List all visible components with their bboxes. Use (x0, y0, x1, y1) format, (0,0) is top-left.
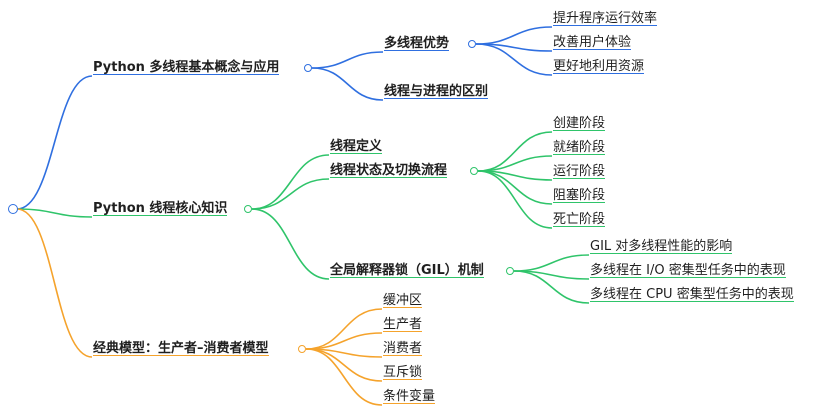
node-multithreading-advantages[interactable]: 多线程优势 (384, 36, 450, 51)
branch-node-python-thread-core[interactable]: Python 线程核心知识 (93, 201, 228, 216)
collapse-toggle-thread-core[interactable] (244, 205, 252, 213)
leaf-producer[interactable]: 生产者 (383, 317, 423, 332)
edge-adv-3 (475, 43, 553, 76)
collapse-toggle-thread-states[interactable] (470, 167, 478, 175)
edge-root-green (16, 208, 93, 218)
leaf-running-stage[interactable]: 运行阶段 (553, 164, 606, 179)
edge-gil-2 (513, 270, 590, 304)
node-gil-mechanism[interactable]: 全局解释器锁（GIL）机制 (330, 263, 484, 278)
branch-node-python-multithreading-basics[interactable]: Python 多线程基本概念与应用 (93, 60, 280, 75)
leaf-improve-efficiency[interactable]: 提升程序运行效率 (553, 11, 658, 26)
edge-state-4 (477, 170, 553, 229)
edge-basics-thread-vs-process (311, 67, 384, 101)
leaf-mutex[interactable]: 互斥锁 (383, 365, 423, 380)
node-thread-definition[interactable]: 线程定义 (330, 139, 383, 154)
branch-node-producer-consumer[interactable]: 经典模型：生产者–消费者模型 (93, 341, 269, 356)
edge-basics-advantages (311, 51, 384, 69)
edge-pc-1 (305, 332, 383, 350)
edge-root-orange (16, 208, 93, 358)
leaf-buffer[interactable]: 缓冲区 (383, 293, 423, 308)
edge-core-gil (251, 208, 330, 280)
collapse-toggle-gil[interactable] (506, 267, 514, 275)
edge-core-states (251, 178, 330, 210)
leaf-consumer[interactable]: 消费者 (383, 341, 423, 356)
leaf-io-bound-performance[interactable]: 多线程在 I/O 密集型任务中的表现 (590, 263, 786, 278)
leaf-ready-stage[interactable]: 就绪阶段 (553, 140, 606, 155)
leaf-create-stage[interactable]: 创建阶段 (553, 116, 606, 131)
edge-root-blue (16, 75, 93, 210)
collapse-toggle-advantages[interactable] (468, 40, 476, 48)
edge-pc-0 (305, 308, 383, 350)
edge-core-definition (251, 154, 330, 210)
leaf-dead-stage[interactable]: 死亡阶段 (553, 212, 606, 227)
collapse-toggle-python-basics[interactable] (304, 64, 312, 72)
edge-gil-0 (513, 254, 590, 272)
collapse-toggle-producer-consumer[interactable] (298, 345, 306, 353)
node-thread-vs-process[interactable]: 线程与进程的区别 (384, 84, 489, 99)
leaf-improve-user-experience[interactable]: 改善用户体验 (553, 35, 632, 50)
edge-state-1 (477, 155, 553, 172)
edge-adv-1 (475, 26, 553, 45)
leaf-gil-performance-impact[interactable]: GIL 对多线程性能的影响 (590, 239, 733, 254)
edge-state-0 (477, 131, 553, 172)
leaf-better-resource-usage[interactable]: 更好地利用资源 (553, 59, 645, 74)
edge-pc-4 (305, 348, 383, 406)
root-collapse-toggle[interactable] (8, 204, 18, 214)
leaf-cpu-bound-performance[interactable]: 多线程在 CPU 密集型任务中的表现 (590, 287, 794, 302)
node-thread-state-switching[interactable]: 线程状态及切换流程 (330, 163, 448, 178)
leaf-blocked-stage[interactable]: 阻塞阶段 (553, 188, 606, 203)
leaf-condition-variable[interactable]: 条件变量 (383, 389, 436, 404)
